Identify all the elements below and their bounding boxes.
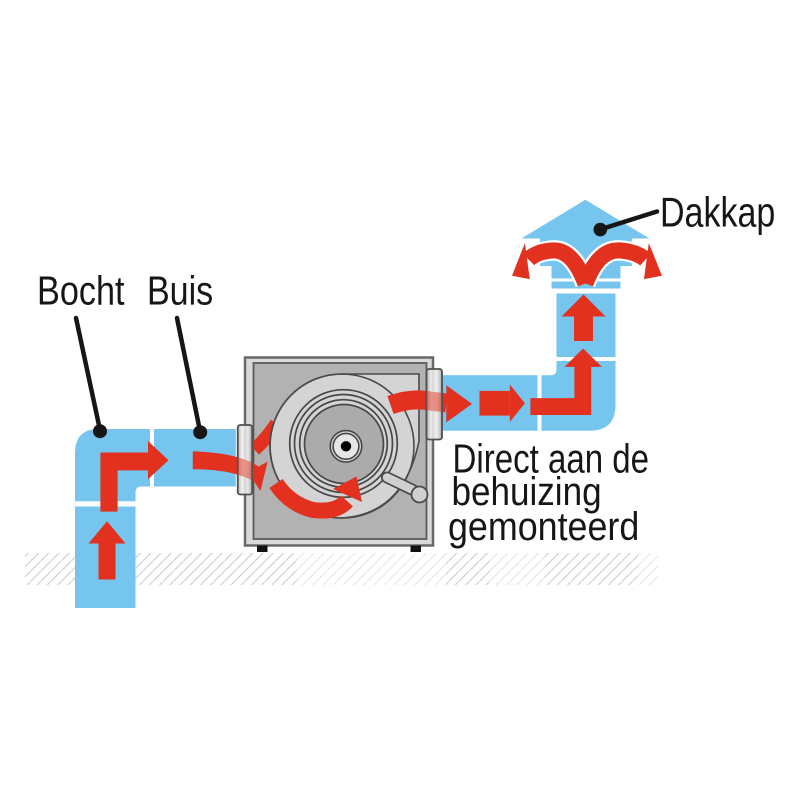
svg-text:gemonteerd: gemonteerd [448,504,639,549]
svg-text:Dakkap: Dakkap [660,189,775,236]
svg-text:Direct aan de: Direct aan de [453,437,650,482]
svg-text:Bocht: Bocht [37,268,125,313]
svg-text:Buis: Buis [147,268,213,313]
svg-text:behuizing: behuizing [452,470,602,515]
